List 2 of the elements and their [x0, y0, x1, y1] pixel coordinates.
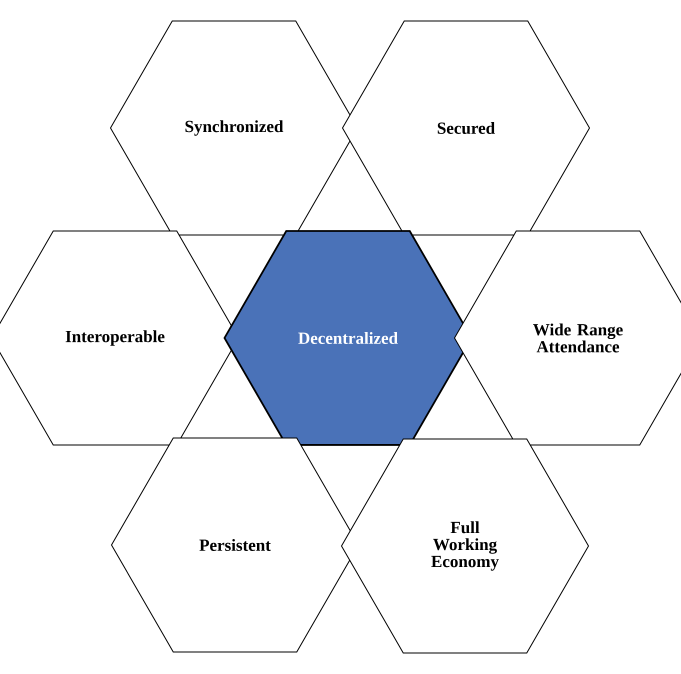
hexagon: Wide Range Attendance	[454, 230, 681, 446]
node-label: Wide Range Attendance	[533, 324, 623, 352]
